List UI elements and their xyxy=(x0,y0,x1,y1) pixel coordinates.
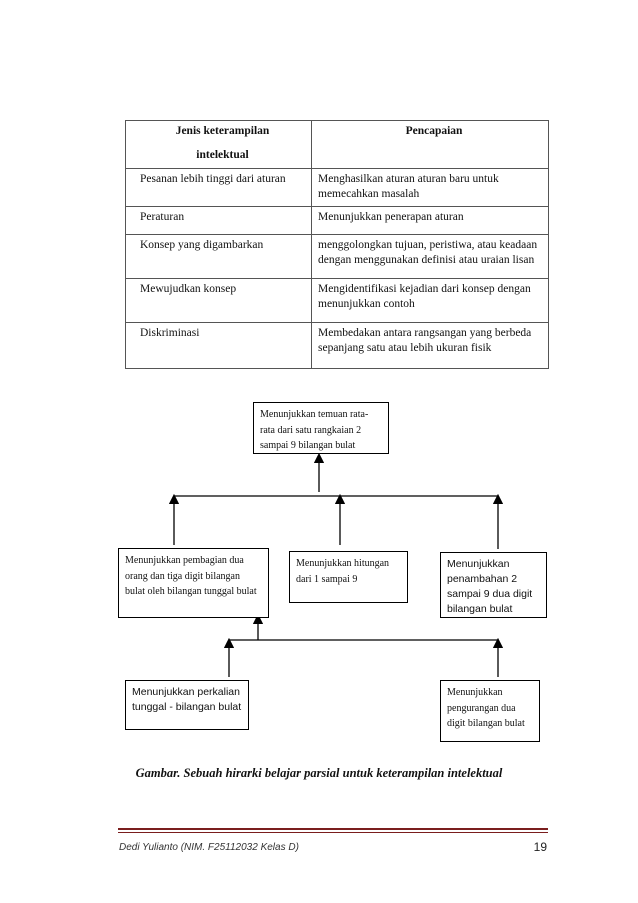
footer-author: Dedi Yulianto (NIM. F25112032 Kelas D) xyxy=(119,842,299,853)
header-skill-line2: intelektual xyxy=(196,149,249,161)
table-row: Pesanan lebih tinggi dari aturan Menghas… xyxy=(125,168,549,207)
table-row: Peraturan Menunjukkan penerapan aturan xyxy=(125,206,549,235)
node-counting: Menunjukkan hitungan dari 1 sampai 9 xyxy=(289,551,408,603)
cell-skill: Konsep yang digambarkan xyxy=(125,234,312,279)
skills-table: Jenis keterampilan intelektual Pencapaia… xyxy=(125,120,549,369)
header-skill-line1: Jenis keterampilan xyxy=(175,125,270,137)
cell-skill: Mewujudkan konsep xyxy=(125,278,312,323)
node-multiplication: Menunjukkan perkalian tunggal - bilangan… xyxy=(125,680,249,730)
node-subtraction: Menunjukkan pengurangan dua digit bilang… xyxy=(440,680,540,742)
cell-achievement: menggolongkan tujuan, peristiwa, atau ke… xyxy=(311,234,549,279)
table-header-row: Jenis keterampilan intelektual Pencapaia… xyxy=(125,120,549,169)
node-addition: Menunjukkan penambahan 2 sampai 9 dua di… xyxy=(440,552,547,618)
node-division: Menunjukkan pembagian dua orang dan tiga… xyxy=(118,548,269,618)
node-top-average: Menunjukkan temuan rata-rata dari satu r… xyxy=(253,402,389,454)
footer-rule xyxy=(118,828,548,830)
cell-achievement: Membedakan antara rangsangan yang berbed… xyxy=(311,322,549,369)
footer-rule-thin xyxy=(118,832,548,833)
header-skill-type: Jenis keterampilan intelektual xyxy=(125,120,312,169)
table-row: Konsep yang digambarkan menggolongkan tu… xyxy=(125,234,549,279)
cell-skill: Pesanan lebih tinggi dari aturan xyxy=(125,168,312,207)
cell-skill: Peraturan xyxy=(125,206,312,235)
hierarchy-connectors xyxy=(168,452,504,677)
figure-caption: Gambar. Sebuah hirarki belajar parsial u… xyxy=(135,766,503,780)
cell-achievement: Menghasilkan aturan aturan baru untuk me… xyxy=(311,168,549,207)
header-achievement: Pencapaian xyxy=(311,120,549,169)
cell-achievement: Menunjukkan penerapan aturan xyxy=(311,206,549,235)
table-row: Diskriminasi Membedakan antara rangsanga… xyxy=(125,322,549,369)
table-row: Mewujudkan konsep Mengidentifikasi kejad… xyxy=(125,278,549,323)
page-number: 19 xyxy=(533,840,547,854)
cell-skill: Diskriminasi xyxy=(125,322,312,369)
